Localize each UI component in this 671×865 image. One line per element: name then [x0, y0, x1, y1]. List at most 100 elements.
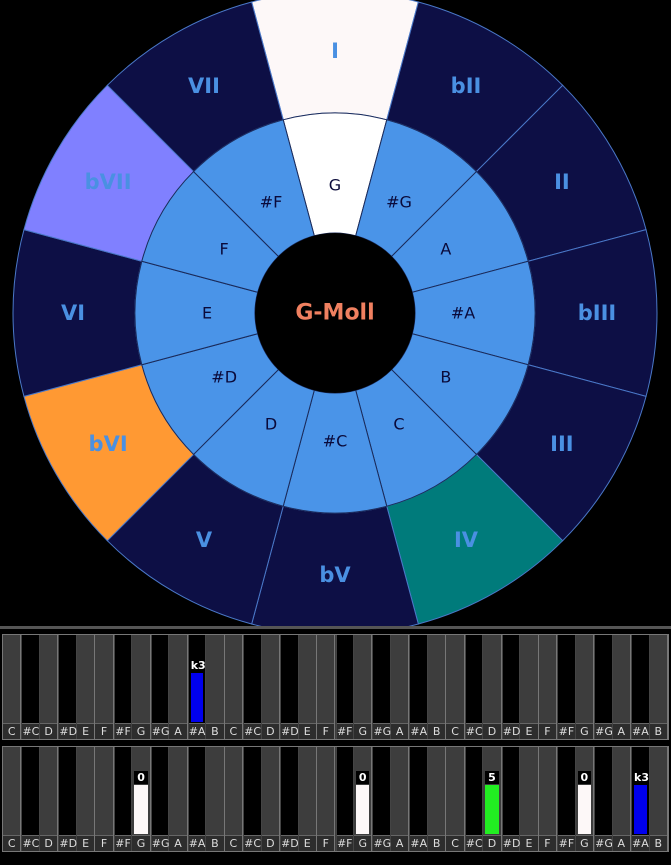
degree-label-bvii: bVII — [85, 170, 132, 194]
piano-key-a[interactable]: A — [169, 747, 188, 851]
key-label: A — [169, 835, 187, 851]
piano-key-c[interactable]: C — [3, 635, 22, 739]
piano-key-sharp-g[interactable]: #G — [594, 635, 613, 739]
piano-key-a[interactable]: A — [390, 635, 410, 739]
piano-key-f[interactable]: F — [95, 747, 114, 851]
piano-key-g[interactable]: G — [353, 635, 373, 739]
key-label: E — [298, 835, 317, 851]
key-center-circle[interactable] — [255, 233, 415, 393]
piano-key-e[interactable]: E — [520, 747, 539, 851]
key-label: D — [483, 723, 501, 739]
key-label: #F — [336, 723, 353, 739]
piano-key-sharp-g[interactable]: #G — [150, 747, 170, 851]
piano-key-d[interactable]: D — [39, 747, 59, 851]
key-label: D — [39, 723, 58, 739]
piano-key-g[interactable]: G — [132, 635, 151, 739]
degree-label-v: V — [196, 528, 213, 552]
piano-key-a[interactable]: A — [612, 747, 632, 851]
piano-key-b[interactable]: B — [649, 747, 668, 851]
piano-key-c[interactable]: C — [224, 747, 244, 851]
piano-key-sharp-f[interactable]: #F — [335, 635, 354, 739]
degree-label-iv: IV — [454, 528, 479, 552]
key-label: E — [76, 723, 95, 739]
piano-key-e[interactable]: E — [520, 635, 539, 739]
piano-key-sharp-a[interactable]: #A — [631, 635, 650, 739]
piano-key-c[interactable]: C — [3, 747, 22, 851]
piano-key-f[interactable]: F — [538, 747, 558, 851]
piano-key-f[interactable]: F — [95, 635, 114, 739]
piano-key-sharp-c[interactable]: #C — [464, 747, 484, 851]
piano-key-c[interactable]: C — [446, 635, 465, 739]
piano-key-e[interactable]: E — [298, 635, 318, 739]
piano-key-a[interactable]: A — [169, 635, 188, 739]
piano-key-f[interactable]: F — [317, 635, 336, 739]
piano-key-f[interactable]: F — [538, 635, 558, 739]
piano-key-sharp-f[interactable]: #F — [113, 747, 133, 851]
key-label: G — [132, 835, 150, 851]
piano-key-sharp-a[interactable]: #A — [187, 747, 207, 851]
piano-key-b[interactable]: B — [206, 747, 225, 851]
degree-label-biii: bIII — [578, 301, 616, 325]
key-label: F — [317, 835, 335, 851]
piano-key-b[interactable]: B — [427, 747, 447, 851]
piano-key-d[interactable]: D — [261, 747, 281, 851]
note-label-sharp-g: #G — [386, 193, 412, 212]
piano-key-sharp-a[interactable]: #A — [409, 747, 428, 851]
splitter[interactable] — [0, 626, 671, 629]
piano-key-sharp-g[interactable]: #G — [372, 747, 391, 851]
piano-key-sharp-f[interactable]: #F — [557, 747, 576, 851]
piano-key-g[interactable]: G — [575, 635, 595, 739]
piano-key-sharp-c[interactable]: #C — [464, 635, 484, 739]
piano-key-e[interactable]: E — [76, 635, 96, 739]
piano-key-sharp-c[interactable]: #C — [243, 747, 262, 851]
key-label: G — [353, 723, 372, 739]
piano-key-b[interactable]: B — [206, 635, 225, 739]
note-label-b: B — [440, 368, 451, 387]
key-label: B — [427, 723, 446, 739]
velocity-label: k3 — [190, 659, 206, 672]
piano-key-e[interactable]: E — [298, 747, 318, 851]
piano-key-sharp-f[interactable]: #F — [557, 635, 576, 739]
piano-key-sharp-d[interactable]: #D — [280, 747, 299, 851]
piano-key-f[interactable]: F — [317, 747, 336, 851]
piano-key-b[interactable]: B — [427, 635, 447, 739]
piano-key-d[interactable]: D — [39, 635, 59, 739]
key-label: E — [298, 723, 317, 739]
key-label: G — [575, 835, 594, 851]
piano-key-sharp-d[interactable]: #D — [58, 635, 77, 739]
piano-key-a[interactable]: A — [390, 747, 410, 851]
piano-key-sharp-d[interactable]: #D — [58, 747, 77, 851]
piano-key-a[interactable]: A — [612, 635, 632, 739]
piano-key-sharp-d[interactable]: #D — [501, 747, 520, 851]
piano-key-sharp-g[interactable]: #G — [594, 747, 613, 851]
piano-key-sharp-c[interactable]: #C — [21, 635, 40, 739]
piano-key-e[interactable]: E — [76, 747, 96, 851]
piano-key-sharp-f[interactable]: #F — [113, 635, 133, 739]
piano-key-sharp-c[interactable]: #C — [243, 635, 262, 739]
piano-key-d[interactable]: D — [483, 635, 502, 739]
piano-key-d[interactable]: D — [261, 635, 281, 739]
piano-key-c[interactable]: C — [446, 747, 465, 851]
piano-key-sharp-f[interactable]: #F — [335, 747, 354, 851]
key-label: #C — [465, 723, 483, 739]
piano-key-sharp-d[interactable]: #D — [501, 635, 520, 739]
note-label-f: F — [220, 240, 229, 259]
key-label: #A — [632, 835, 649, 851]
piano-key-b[interactable]: B — [649, 635, 668, 739]
piano-key-sharp-g[interactable]: #G — [150, 635, 170, 739]
key-label: E — [76, 835, 95, 851]
piano-key-sharp-g[interactable]: #G — [372, 635, 391, 739]
piano-key-sharp-c[interactable]: #C — [21, 747, 40, 851]
piano-key-sharp-a[interactable]: #A — [409, 635, 428, 739]
piano-key-c[interactable]: C — [224, 635, 244, 739]
piano-key-sharp-d[interactable]: #D — [280, 635, 299, 739]
key-label: #F — [336, 835, 353, 851]
